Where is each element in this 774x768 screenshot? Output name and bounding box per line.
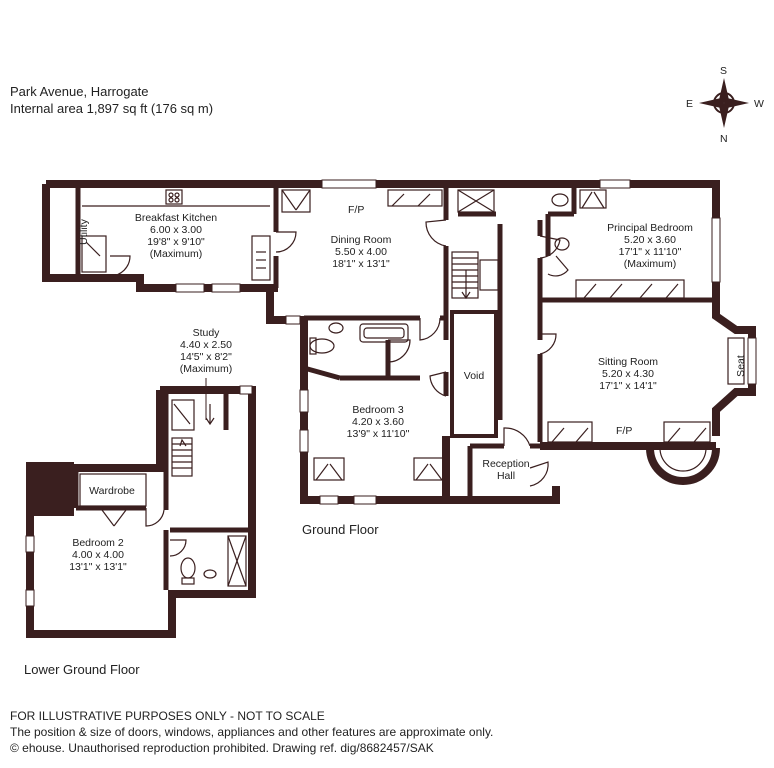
bedroom3-name: Bedroom 3 [352, 404, 404, 416]
void-label: Void [464, 370, 485, 382]
ground-floor-fittings [81, 189, 745, 481]
utility-label: Utility [78, 218, 90, 244]
compass-icon: S N E W [686, 65, 764, 145]
compass-w-label: W [754, 98, 764, 110]
property-address: Park Avenue, Harrogate [10, 84, 149, 99]
sitting-metric: 5.20 x 4.30 [602, 368, 654, 380]
study-imperial: 14'5" x 8'2" [180, 351, 232, 363]
dining-name: Dining Room [331, 234, 392, 246]
lower-floor-inner-walls [73, 394, 248, 590]
principal-metric: 5.20 x 3.60 [624, 234, 676, 246]
bedroom2-imperial: 13'1" x 13'1" [69, 561, 127, 573]
dining-imperial: 18'1" x 13'1" [332, 258, 390, 270]
sitting-fp-label: F/P [616, 425, 632, 437]
bedroom2-name: Bedroom 2 [72, 537, 124, 549]
lower-floor-label: Lower Ground Floor [24, 662, 140, 677]
disclaimer-body: The position & size of doors, windows, a… [10, 725, 494, 739]
dining-fp-label: F/P [348, 204, 364, 216]
kitchen-metric: 6.00 x 3.00 [150, 224, 202, 236]
compass-e-label: E [686, 98, 693, 110]
seat-label: Seat [735, 355, 747, 377]
study-metric: 4.40 x 2.50 [180, 339, 232, 351]
ground-floor-labels: Breakfast Kitchen 6.00 x 3.00 19'8" x 9'… [78, 204, 747, 482]
sitting-imperial: 17'1" x 14'1" [599, 380, 657, 392]
study-note: (Maximum) [180, 363, 233, 375]
wardrobe-label: Wardrobe [89, 485, 135, 497]
ground-floor-windows [175, 179, 757, 505]
ground-floor-inner-walls [75, 188, 716, 498]
lower-floor-windows [25, 385, 253, 607]
lower-floor-labels: Study 4.40 x 2.50 14'5" x 8'2" (Maximum)… [69, 327, 232, 573]
ground-floor-doors [109, 219, 569, 487]
lower-floor-fittings [79, 399, 247, 587]
study-name: Study [193, 327, 221, 339]
bedroom2-metric: 4.00 x 4.00 [72, 549, 124, 561]
principal-note: (Maximum) [624, 258, 677, 270]
principal-name: Principal Bedroom [607, 222, 693, 234]
bedroom3-metric: 4.20 x 3.60 [352, 416, 404, 428]
lower-floor-walls [26, 386, 256, 638]
internal-area: Internal area 1,897 sq ft (176 sq m) [10, 101, 214, 116]
sitting-bay-inner [659, 447, 707, 472]
kitchen-name: Breakfast Kitchen [135, 212, 217, 224]
principal-imperial: 17'1" x 11'10" [619, 246, 682, 258]
compass-n-label: N [720, 133, 728, 145]
lower-floor-solid-block [26, 462, 74, 516]
bedroom3-imperial: 13'9" x 11'10" [347, 428, 410, 440]
kitchen-imperial: 19'8" x 9'10" [147, 236, 205, 248]
ground-floor-label: Ground Floor [302, 522, 379, 537]
reception-line2: Hall [497, 470, 515, 482]
disclaimer-title: FOR ILLUSTRATIVE PURPOSES ONLY - NOT TO … [10, 709, 325, 723]
reception-line1: Reception [482, 458, 529, 470]
sitting-bay-wall [646, 447, 720, 485]
copyright: © ehouse. Unauthorised reproduction proh… [10, 741, 434, 755]
dining-metric: 5.50 x 4.00 [335, 246, 387, 258]
compass-s-label: S [720, 65, 727, 77]
sitting-name: Sitting Room [598, 356, 658, 368]
kitchen-note: (Maximum) [150, 248, 203, 260]
